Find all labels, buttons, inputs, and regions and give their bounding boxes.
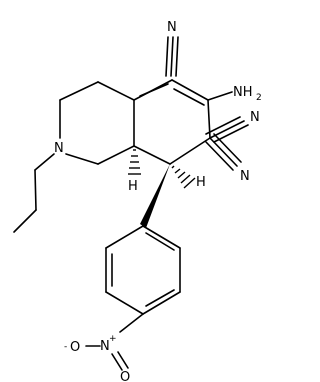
bond-nitro-o-right xyxy=(117,351,129,369)
atom-n-nitrile-top: N xyxy=(167,20,177,35)
atom-labels: N NH 2 N N N H H N + O - O xyxy=(54,20,262,382)
bond-c6-nh2 xyxy=(207,91,233,101)
bond-ph-6 xyxy=(142,225,181,249)
bond-c8a-c8 xyxy=(133,145,171,165)
bond-c4-c3 xyxy=(59,81,99,101)
bond-nitrile-top-1 xyxy=(170,36,174,77)
bond-n2-c1 xyxy=(65,153,99,165)
bond-c8a-h-hash xyxy=(128,149,141,175)
atom-h-c8a: H xyxy=(128,179,138,194)
bond-n2-propyl-1 xyxy=(34,153,55,171)
bond-c4a-c4 xyxy=(97,81,135,101)
bond-nitrile-top-2 xyxy=(175,36,179,77)
bond-propyl-2 xyxy=(34,169,37,211)
bond-ph-d3 xyxy=(145,232,175,251)
bond-nitrile-top-3 xyxy=(165,36,169,77)
atom-h-c8: H xyxy=(196,175,206,190)
atom-o-nitro-left-charge: - xyxy=(64,342,67,352)
bond-ph-3 xyxy=(105,291,144,315)
atom-n-nitrile-lower: N xyxy=(240,169,250,184)
atom-o-nitro-right: O xyxy=(120,370,130,382)
bond-propyl-3 xyxy=(13,209,37,233)
bond-c7-cn-lower-3 xyxy=(213,133,242,163)
atom-n-nitrile-right: N xyxy=(250,110,260,125)
atom-nh2: NH xyxy=(233,85,253,100)
bond-c7-cn-right-3 xyxy=(205,116,241,135)
bond-ph-1 xyxy=(105,225,144,249)
bond-nitro-o-right-double xyxy=(111,353,123,371)
bond-c8-phenyl-wedge xyxy=(140,164,170,228)
atom-nh2-subscript: 2 xyxy=(256,93,262,103)
bond-c1-c8a xyxy=(97,145,135,165)
bond-c7-cn-lower-1 xyxy=(209,137,238,167)
bond-ph-nitro xyxy=(119,313,144,333)
chemical-structure: N NH 2 N N N H H N + O - O xyxy=(13,20,262,382)
bond-c4a-c5-double xyxy=(139,83,169,97)
atom-o-nitro-left: O xyxy=(70,340,80,355)
bond-ph-4 xyxy=(142,291,181,315)
bond-c5-c6 xyxy=(171,79,209,101)
atom-n-nitro: N xyxy=(100,339,110,354)
bond-ph-d2 xyxy=(145,289,175,307)
atom-n-nitro-charge: + xyxy=(109,334,117,344)
bond-c5-c6-double xyxy=(173,88,205,106)
bond-c7-cn-lower-2 xyxy=(205,141,234,171)
bonds xyxy=(13,36,249,371)
bond-c7-c8 xyxy=(169,137,211,165)
bond-c8-h-hash xyxy=(171,165,196,189)
atom-n-ring: N xyxy=(54,141,64,156)
